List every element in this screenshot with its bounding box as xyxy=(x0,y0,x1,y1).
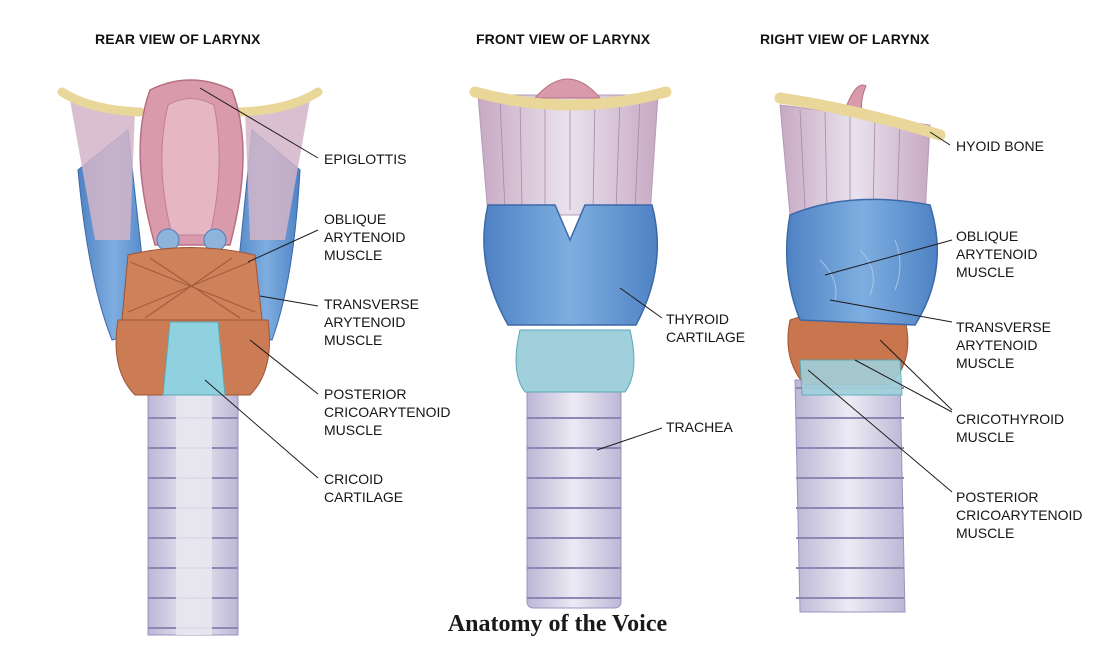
front-view-heading: FRONT VIEW OF LARYNX xyxy=(476,31,650,47)
label-cricothyroid-muscle: CRICOTHYROID MUSCLE xyxy=(956,410,1064,446)
label-hyoid-bone: HYOID BONE xyxy=(956,137,1044,155)
front-view-illustration xyxy=(475,79,666,608)
right-trachea-rings xyxy=(796,380,904,612)
label-right-transverse-arytenoid: TRANSVERSE ARYTENOID MUSCLE xyxy=(956,318,1051,372)
right-view-illustration xyxy=(780,85,952,612)
front-thyrohyoid-membrane xyxy=(478,95,658,215)
front-cricoid xyxy=(516,330,634,392)
right-view-heading: RIGHT VIEW OF LARYNX xyxy=(760,31,929,47)
figure-caption: Anatomy of the Voice xyxy=(0,611,1115,638)
rear-view-heading: REAR VIEW OF LARYNX xyxy=(95,31,261,47)
label-rear-transverse-arytenoid: TRANSVERSE ARYTENOID MUSCLE xyxy=(324,295,419,349)
rear-view-illustration xyxy=(62,80,318,635)
label-rear-oblique-arytenoid: OBLIQUE ARYTENOID MUSCLE xyxy=(324,210,405,264)
front-trachea-rings xyxy=(527,388,621,608)
rear-cricoid-lamina xyxy=(163,322,225,395)
label-epiglottis: EPIGLOTTIS xyxy=(324,150,406,168)
front-epiglottis-tip xyxy=(535,79,600,98)
rear-trachea-membrane xyxy=(176,395,212,635)
label-trachea: TRACHEA xyxy=(666,418,733,436)
label-right-oblique-arytenoid: OBLIQUE ARYTENOID MUSCLE xyxy=(956,227,1037,281)
front-thyroid-cartilage xyxy=(484,205,657,325)
rear-epiglottis-inner xyxy=(162,99,219,236)
label-right-posterior-cricoarytenoid: POSTERIOR CRICOARYTENOID MUSCLE xyxy=(956,488,1083,542)
label-cricoid-cartilage: CRICOID CARTILAGE xyxy=(324,470,403,506)
label-rear-posterior-cricoarytenoid: POSTERIOR CRICOARYTENOID MUSCLE xyxy=(324,385,451,439)
label-thyroid-cartilage: THYROID CARTILAGE xyxy=(666,310,745,346)
